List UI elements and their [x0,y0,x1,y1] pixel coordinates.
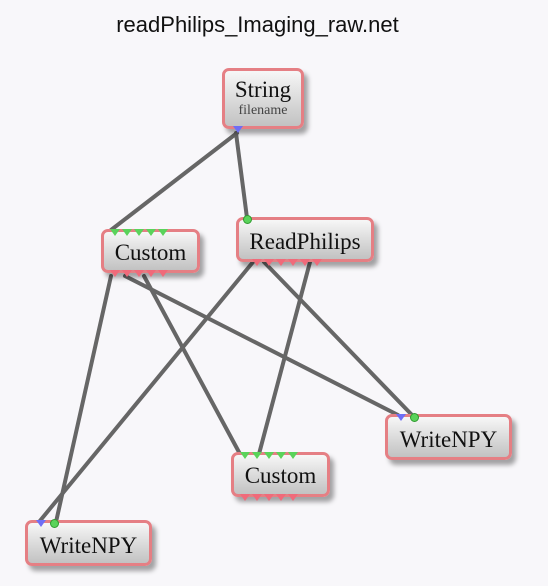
input-port-icon[interactable] [288,452,298,459]
node-writenpy-right[interactable]: WriteNPY [385,413,512,460]
input-port-icon[interactable] [158,229,168,236]
output-port-icon[interactable] [122,270,132,277]
output-port-icon[interactable] [252,259,262,266]
output-port-icon[interactable] [288,259,298,266]
output-port-icon[interactable] [134,270,144,277]
input-port-icon[interactable] [146,229,156,236]
output-port-icon[interactable] [264,259,274,266]
node-writenpy-left[interactable]: WriteNPY [25,519,152,566]
output-port-icon[interactable] [158,270,168,277]
input-port-icon[interactable] [276,452,286,459]
output-port-icon[interactable] [276,494,286,501]
input-port-icon[interactable] [240,452,250,459]
output-port-icon[interactable] [288,494,298,501]
output-port-icon[interactable] [276,259,286,266]
output-port-icon[interactable] [252,494,262,501]
input-port-icon[interactable] [243,215,252,224]
input-port-icon[interactable] [264,452,274,459]
edge-readphilips-custom-bottom [257,260,312,456]
node-readphilips[interactable]: ReadPhilips [236,215,374,266]
node-custom-top-label: Custom [114,240,187,265]
node-custom-bottom-label: Custom [244,463,317,488]
output-port-icon[interactable] [300,259,310,266]
output-port-icon[interactable] [110,270,120,277]
node-writenpy-right-label: WriteNPY [399,427,498,452]
input-port-icon[interactable] [396,414,406,421]
output-port-icon[interactable] [233,126,243,133]
edge-custom-top-writenpy-right [123,274,400,417]
node-string[interactable]: String filename [222,68,304,133]
node-string-label: String [234,77,292,102]
node-writenpy-left-label: WriteNPY [39,533,138,558]
input-port-icon[interactable] [50,519,59,528]
input-port-icon[interactable] [410,413,419,422]
output-port-icon[interactable] [264,494,274,501]
node-string-sublabel: filename [238,103,288,118]
input-port-icon[interactable] [252,452,262,459]
node-readphilips-label: ReadPhilips [249,229,361,254]
edge-custom-top-custom-bottom [142,274,242,456]
edge-string-custom-top [109,131,239,232]
edge-custom-top-writenpy-left [54,274,113,524]
node-custom-top[interactable]: Custom [101,229,200,277]
output-port-icon[interactable] [312,259,322,266]
node-custom-bottom[interactable]: Custom [231,452,330,501]
input-port-icon[interactable] [122,229,132,236]
input-port-icon[interactable] [36,520,46,527]
edge-readphilips-writenpy-right [262,260,414,417]
diagram-title: readPhilips_Imaging_raw.net [116,12,399,37]
input-port-icon[interactable] [110,229,120,236]
input-port-icon[interactable] [134,229,144,236]
output-port-icon[interactable] [240,494,250,501]
output-port-icon[interactable] [146,270,156,277]
edge-readphilips-writenpy-left [37,260,255,524]
edge-string-readphilips [234,131,249,220]
